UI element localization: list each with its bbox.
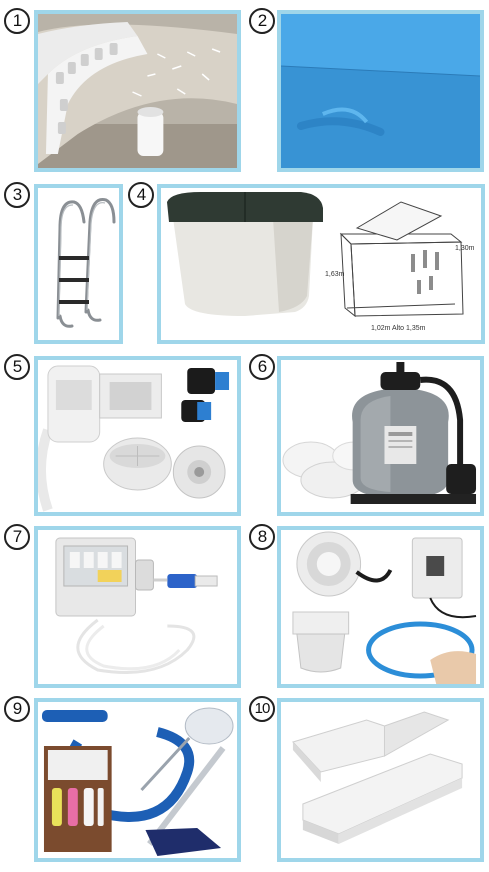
product-panel-2[interactable]	[277, 10, 484, 172]
item-number-1: 1	[4, 8, 30, 34]
product-panel-5[interactable]	[34, 356, 241, 516]
pool-ladder-icon	[38, 188, 119, 340]
skimmer-kit-icon	[38, 360, 237, 512]
item-number-8: 8	[249, 524, 275, 550]
item-number-5: 5	[4, 354, 30, 380]
dimension-depth: 1,02m Alto 1,35m	[371, 325, 426, 332]
sand-filter-pump-icon	[281, 360, 480, 512]
item-number-9: 9	[4, 696, 30, 722]
dimension-height: 1,30m	[455, 245, 475, 252]
coping-stones-icon	[281, 702, 480, 858]
item-number-10: 10	[249, 696, 275, 722]
blue-pool-liner-icon	[281, 14, 480, 168]
product-panel-7[interactable]	[34, 526, 241, 688]
product-panel-8[interactable]	[277, 526, 484, 688]
product-panel-6[interactable]	[277, 356, 484, 516]
item-number-6: 6	[249, 354, 275, 380]
product-panel-3[interactable]	[34, 184, 123, 344]
product-panel-10[interactable]	[277, 698, 484, 862]
product-panel-9[interactable]	[34, 698, 241, 862]
item-number-2: 2	[249, 8, 275, 34]
polystyrene-wall-blocks-icon	[38, 14, 237, 168]
cleaning-kit-icon	[38, 702, 237, 858]
item-number-3: 3	[4, 182, 30, 208]
electrical-control-box-icon	[38, 530, 237, 684]
item-number-4: 4	[128, 182, 154, 208]
filter-housing-box-icon: 1,63m 1,30m 1,02m Alto 1,35m	[161, 188, 481, 340]
product-panel-4[interactable]: 1,63m 1,30m 1,02m Alto 1,35m	[157, 184, 485, 344]
item-number-7: 7	[4, 524, 30, 550]
dimension-width: 1,63m	[325, 271, 345, 278]
pool-light-kit-icon	[281, 530, 480, 684]
product-panel-1[interactable]	[34, 10, 241, 172]
